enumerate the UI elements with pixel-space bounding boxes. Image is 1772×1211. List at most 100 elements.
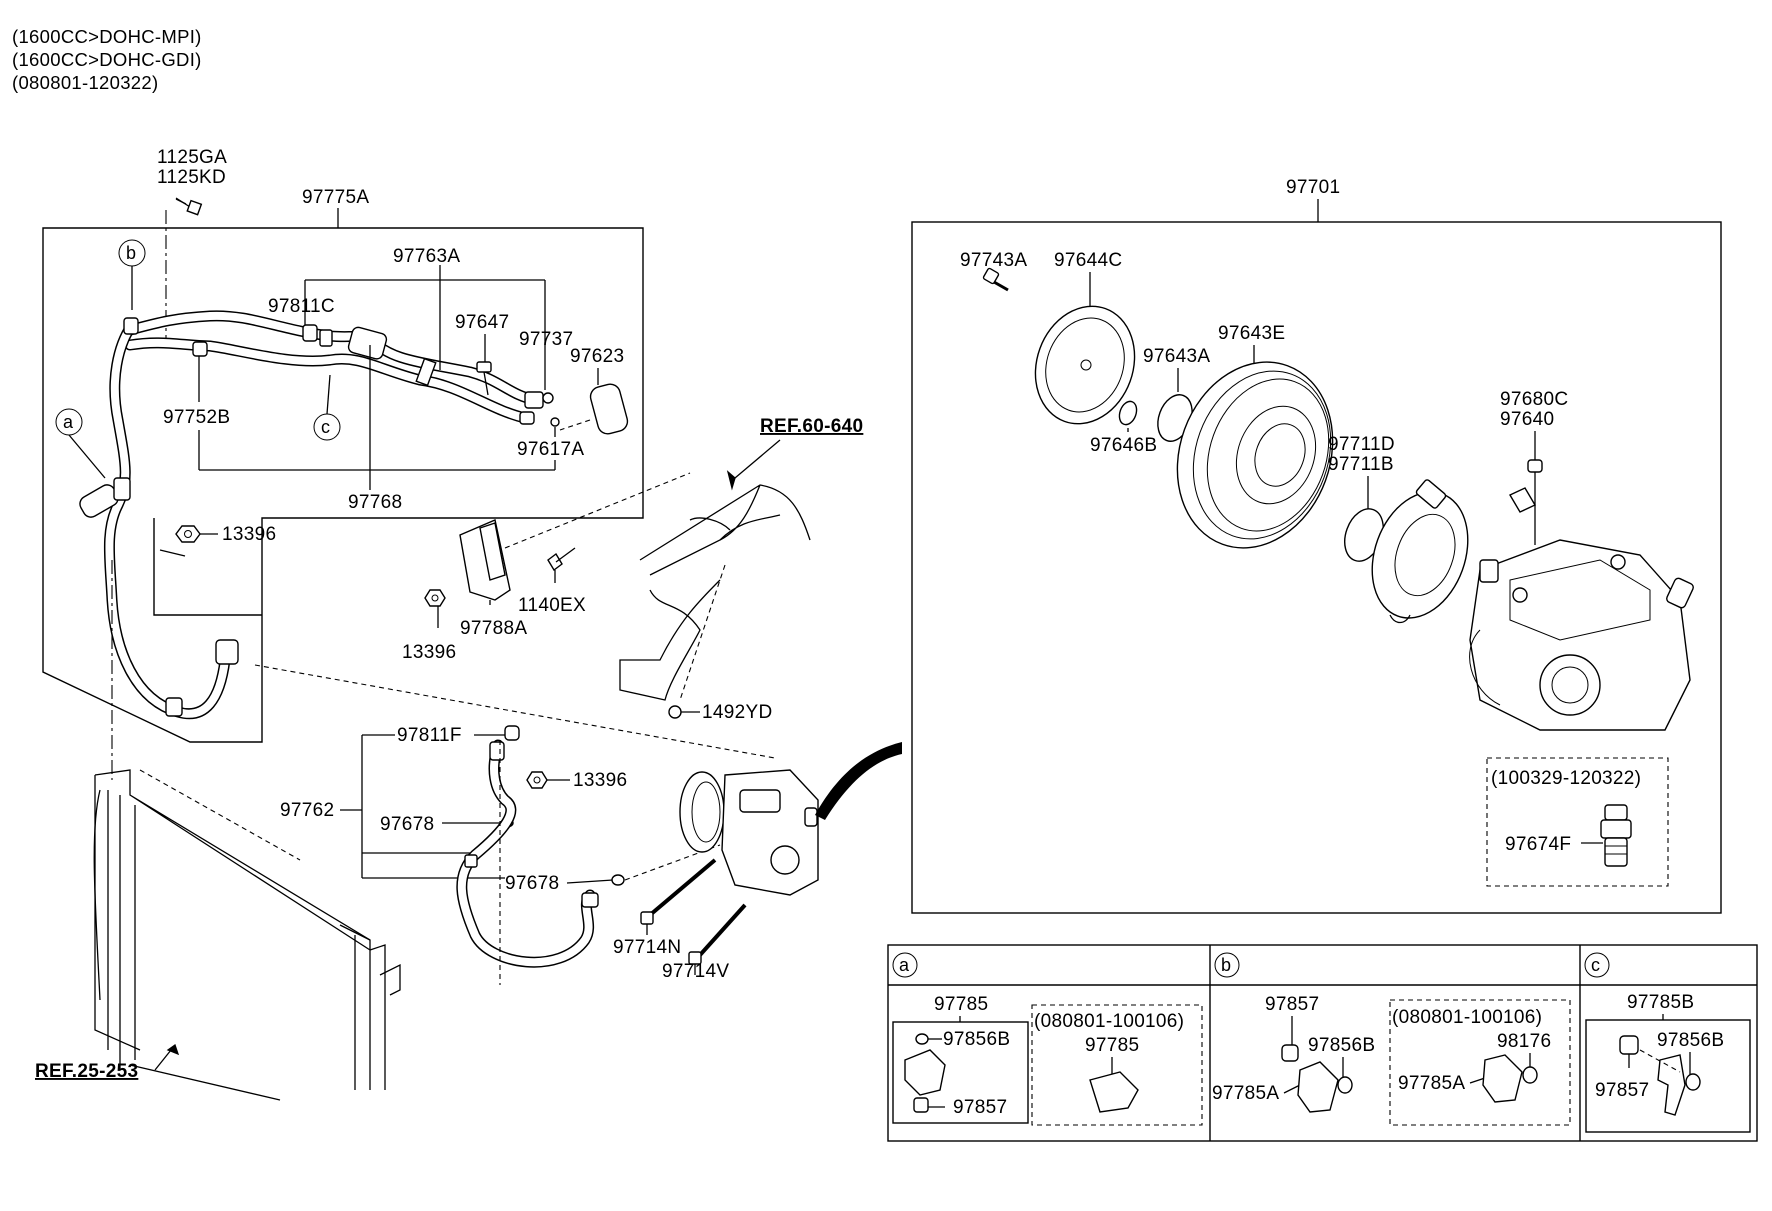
bolt-97714V-icon [688, 903, 747, 965]
clutch-plate-97644C-icon[interactable] [1019, 292, 1150, 438]
part-label-97680C[interactable]: 97680C [1500, 389, 1568, 410]
detail-a-97785-alt[interactable]: 97785 [1085, 1035, 1139, 1056]
detail-a-date[interactable]: (080801-100106) [1034, 1011, 1184, 1032]
callout-c-letter: c [321, 417, 330, 437]
discharge-hose[interactable] [77, 319, 239, 720]
fitting-97811C-b-icon [319, 329, 333, 347]
condenser-detail [93, 789, 386, 1090]
part-label-13396-c[interactable]: 13396 [573, 770, 627, 791]
detail-b-98176[interactable]: 98176 [1497, 1031, 1551, 1052]
nut-13396-b-icon [424, 589, 446, 607]
detail-c-97857[interactable]: 97857 [1595, 1080, 1649, 1101]
detail-a-alt-clip-icon [1089, 1071, 1139, 1113]
detail-c-97856B[interactable]: 97856B [1657, 1030, 1724, 1051]
part-label-97768[interactable]: 97768 [348, 492, 402, 513]
detail-c-tag: c [1591, 955, 1600, 975]
callout-a-letter: a [63, 412, 74, 432]
part-label-97711B[interactable]: 97711B [1328, 454, 1394, 475]
field-coil-icon[interactable] [1355, 479, 1484, 632]
compressor-body-icon[interactable] [1469, 539, 1695, 731]
condenser-bracket [379, 963, 401, 996]
part-label-97763A[interactable]: 97763A [393, 246, 460, 267]
part-label-97743A[interactable]: 97743A [960, 250, 1027, 271]
detail-b-circle [1214, 952, 1240, 978]
leader-ref-60-640 [734, 439, 781, 479]
dashline-condenser [139, 769, 301, 861]
condenser-bottom [129, 1064, 281, 1101]
part-label-97643A[interactable]: 97643A [1143, 346, 1210, 367]
part-label-97811F[interactable]: 97811F [397, 725, 462, 746]
part-label-97678-a[interactable]: 97678 [380, 814, 434, 835]
oring-97737-icon [542, 392, 554, 404]
oring-97678-b-icon [611, 874, 625, 886]
suction-hose-97768[interactable] [124, 310, 544, 425]
valve-97640-icon [1509, 459, 1543, 545]
detail-b-date[interactable]: (080801-100106) [1392, 1007, 1542, 1028]
part-label-13396-a[interactable]: 13396 [222, 524, 276, 545]
part-label-13396-b[interactable]: 13396 [402, 642, 456, 663]
part-label-1492YD[interactable]: 1492YD [702, 702, 772, 723]
ref-label-60-640[interactable]: REF.60-640 [760, 416, 863, 437]
part-label-97714V[interactable]: 97714V [662, 961, 729, 982]
detail-a-97857[interactable]: 97857 [953, 1097, 1007, 1118]
part-label-97811C[interactable]: 97811C [268, 296, 335, 317]
detail-b-97857[interactable]: 97857 [1265, 994, 1319, 1015]
liquid-pipe-97762[interactable] [456, 739, 599, 968]
pressure-switch-97623-icon[interactable] [588, 382, 629, 436]
detail-b-97785A[interactable]: 97785A [1212, 1083, 1279, 1104]
arrowhead-ref-60-640 [726, 470, 736, 491]
detail-a-washer-icon [915, 1033, 929, 1045]
detail-a-97856B[interactable]: 97856B [943, 1029, 1010, 1050]
detail-c-97785B[interactable]: 97785B [1627, 992, 1694, 1013]
part-label-97643E[interactable]: 97643E [1218, 323, 1285, 344]
compressor-installed-icon[interactable] [679, 769, 819, 896]
callout-b-letter: b [126, 243, 136, 263]
part-label-97762[interactable]: 97762 [280, 800, 334, 821]
header-engine-mpi: (1600CC>DOHC-MPI) [12, 26, 202, 47]
zoom-arrow-icon [815, 742, 902, 820]
part-label-97737[interactable]: 97737 [519, 329, 573, 350]
bracket-97788A-icon[interactable] [459, 519, 511, 601]
part-label-97617A[interactable]: 97617A [517, 439, 584, 460]
detail-a-tag: a [899, 955, 910, 975]
snap-ring-97646B-icon [1118, 400, 1138, 426]
part-label-97678-b[interactable]: 97678 [505, 873, 559, 894]
leader-callout-a [68, 434, 106, 479]
detail-b-97856B[interactable]: 97856B [1308, 1035, 1375, 1056]
detail-b-97785A-alt[interactable]: 97785A [1398, 1073, 1465, 1094]
cap-97811F-icon [504, 725, 520, 741]
part-label-97788A[interactable]: 97788A [460, 618, 527, 639]
part-label-97701[interactable]: 97701 [1286, 177, 1340, 198]
bolt-97714N-icon [640, 858, 717, 925]
bracket-97788A-group: 13396 97788A 1140EX [402, 472, 691, 663]
part-label-1140EX[interactable]: 1140EX [518, 595, 586, 616]
detail-c-inner-box [1585, 1019, 1751, 1133]
detail-a-97785[interactable]: 97785 [934, 994, 988, 1015]
date-label-100329[interactable]: (100329-120322) [1491, 768, 1641, 789]
detail-b-tag: b [1221, 955, 1231, 975]
nut-13396-a-icon [175, 525, 201, 543]
liquid-line-97762-group: 97762 97811F 97678 97678 13396 [280, 725, 747, 985]
part-label-97644C[interactable]: 97644C [1054, 250, 1122, 271]
clip-1492YD-icon [668, 705, 682, 719]
dash-97623 [559, 419, 591, 431]
part-label-97711D[interactable]: 97711D [1328, 434, 1395, 455]
part-label-1125KD[interactable]: 1125KD [157, 167, 226, 188]
relief-valve-97674F-icon[interactable] [1600, 804, 1632, 867]
part-label-1125GA[interactable]: 1125GA [157, 147, 227, 168]
part-label-97674F[interactable]: 97674F [1505, 834, 1571, 855]
ref-label-25-253[interactable]: REF.25-253 [35, 1061, 138, 1082]
part-label-97623[interactable]: 97623 [570, 346, 624, 367]
part-label-97640[interactable]: 97640 [1500, 409, 1554, 430]
pulley-97643E-icon[interactable] [1152, 340, 1358, 570]
part-label-97714N[interactable]: 97714N [613, 937, 681, 958]
part-label-97647[interactable]: 97647 [455, 312, 509, 333]
part-label-97775A[interactable]: 97775A [302, 187, 369, 208]
part-label-97646B[interactable]: 97646B [1090, 435, 1157, 456]
part-label-97752B[interactable]: 97752B [163, 407, 230, 428]
bolt-1140EX-icon [547, 547, 576, 572]
header-date-range: (080801-120322) [12, 72, 158, 93]
fitting-97752B-icon [192, 341, 208, 357]
detail-a-clip-icon [904, 1049, 946, 1096]
